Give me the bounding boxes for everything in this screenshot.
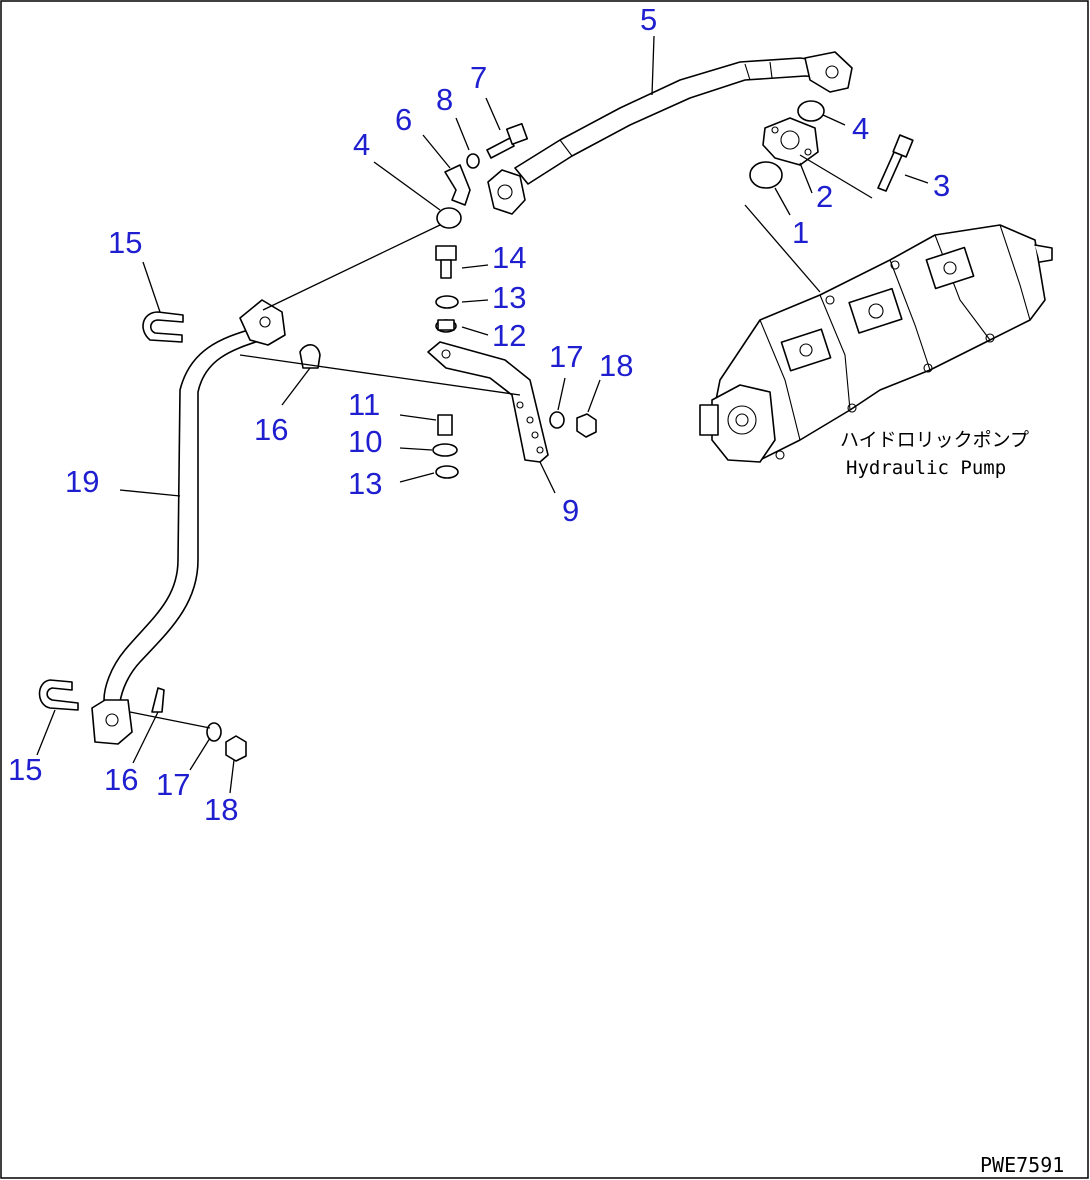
bolt-part-7 — [486, 122, 529, 159]
callout-15-top: 15 — [108, 225, 142, 260]
o-ring-part-4-right — [797, 100, 825, 122]
callout-7: 7 — [470, 60, 487, 95]
tube-part-19 — [91, 299, 286, 745]
bolt-part-14 — [435, 245, 457, 279]
callout-17-top: 17 — [549, 339, 583, 374]
callout-13-bottom: 13 — [348, 466, 382, 501]
callout-12: 12 — [492, 318, 526, 353]
hydraulic-pump — [699, 224, 1053, 463]
callout-10: 10 — [348, 424, 382, 459]
washer-part-17-bottom — [206, 722, 222, 742]
o-ring-part-4-left — [436, 207, 462, 229]
callout-6: 6 — [395, 102, 412, 137]
o-ring-part-1 — [749, 161, 783, 189]
callout-4-right: 4 — [852, 111, 869, 146]
callout-numbers: 5 7 8 6 4 4 3 2 1 14 13 12 17 18 11 10 1… — [8, 2, 950, 827]
callout-15-bottom: 15 — [8, 752, 42, 787]
collar-part-11 — [437, 414, 453, 436]
callout-3: 3 — [933, 168, 950, 203]
pump-label-english: Hydraulic Pump — [846, 457, 1006, 479]
callout-8: 8 — [436, 82, 453, 117]
washer-part-13-top — [435, 295, 459, 309]
callout-9: 9 — [562, 493, 579, 528]
callout-18-bottom: 18 — [204, 792, 238, 827]
callout-16-top: 16 — [254, 412, 288, 447]
callout-16-bottom: 16 — [104, 762, 138, 797]
callout-2: 2 — [816, 179, 833, 214]
callout-18-top: 18 — [599, 348, 633, 383]
flange-part-2 — [762, 117, 819, 166]
callout-5: 5 — [640, 2, 657, 37]
hose-part-5 — [487, 51, 853, 215]
washer-part-8 — [466, 153, 480, 169]
spacer-part-12 — [435, 319, 457, 333]
callout-14: 14 — [492, 240, 526, 275]
nut-part-18-top — [576, 413, 597, 438]
nut-part-18-bottom — [225, 735, 247, 762]
u-bolt-part-15-bottom — [38, 679, 79, 711]
callout-11: 11 — [348, 387, 380, 422]
bolt-part-3 — [877, 134, 914, 192]
half-clamp-part-6 — [444, 164, 471, 206]
u-bolt-part-15-top — [142, 311, 184, 343]
leader-lines — [36, 35, 929, 794]
callout-13-top: 13 — [492, 280, 526, 315]
callout-4-left: 4 — [353, 127, 370, 162]
pump-label-japanese: ハイドロリックポンプ — [840, 429, 1029, 451]
washer-part-17-top — [549, 411, 565, 429]
washer-part-13-bottom — [435, 465, 459, 479]
drawing-code: PWE7591 — [980, 1153, 1064, 1177]
callout-17-bottom: 17 — [156, 767, 190, 802]
callout-19: 19 — [65, 464, 99, 499]
callout-1: 1 — [792, 215, 809, 250]
washer-part-10 — [432, 443, 458, 457]
plate-part-16-bottom — [151, 687, 165, 713]
